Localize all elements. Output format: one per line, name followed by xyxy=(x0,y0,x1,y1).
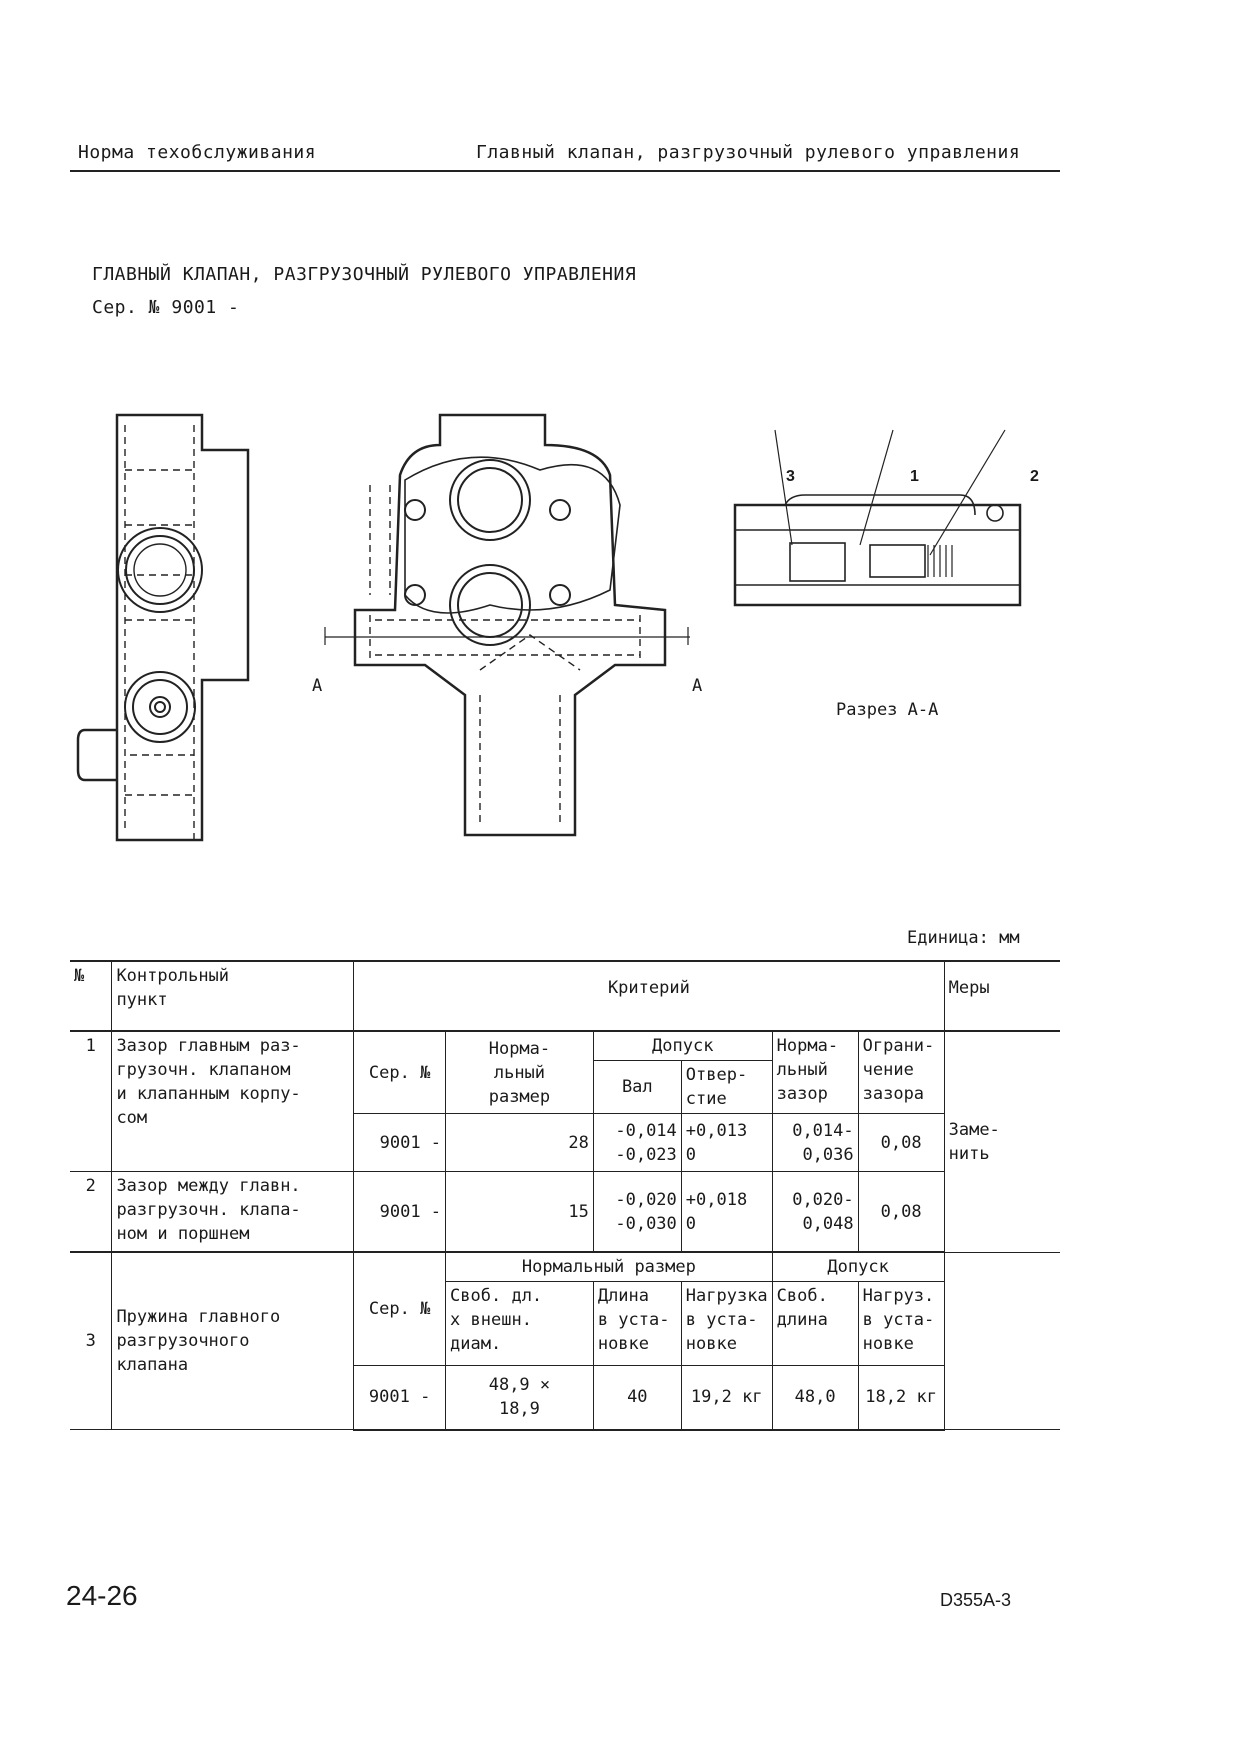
row3-free-length: 48,9 × 18,9 xyxy=(445,1365,594,1431)
row2-nominal: 15 xyxy=(445,1171,594,1252)
col-measures-header: Меры xyxy=(943,960,1060,1032)
header-left: Норма техобслуживания xyxy=(78,142,317,163)
shaft-header: Вал xyxy=(592,1060,682,1114)
section-caption: Разрез А-А xyxy=(836,700,939,720)
installed-load-header: Нагрузка в уста- новке xyxy=(680,1281,773,1366)
valve-drawing xyxy=(76,413,1022,842)
row3-tol-free-length: 48,0 xyxy=(771,1365,859,1431)
serial-subtitle: Сер. № 9001 - xyxy=(92,297,240,318)
header-right: Главный клапан, разгрузочный рулевого уп… xyxy=(476,142,1021,163)
normal-size-header: Нормальный размер xyxy=(445,1252,773,1282)
tolerance-header: Допуск xyxy=(592,1030,773,1061)
front-view xyxy=(324,413,690,837)
tol-free-length-header: Своб. длина xyxy=(771,1281,859,1366)
hole-header: Отвер- стие xyxy=(680,1060,773,1114)
callout-1: 1 xyxy=(910,468,919,485)
section-mark-left: A xyxy=(312,676,323,696)
free-length-header: Своб. дл. х внешн. диам. xyxy=(445,1281,594,1366)
tol-load-header: Нагруз. в уста- новке xyxy=(857,1281,945,1366)
row1-item: Зазор главным раз- грузочн. клапаном и к… xyxy=(111,1030,355,1172)
row3-ser: 9001 - xyxy=(353,1365,447,1431)
row3-installed-load: 19,2 кг xyxy=(680,1365,773,1431)
page-title: ГЛАВНЫЙ КЛАПАН, РАЗГРУЗОЧНЫЙ РУЛЕВОГО УП… xyxy=(92,264,637,285)
row2-limit: 0,08 xyxy=(857,1171,945,1252)
row1-nominal: 28 xyxy=(445,1113,594,1172)
side-view xyxy=(76,413,250,842)
model-code: D355A-3 xyxy=(940,1590,1012,1610)
row3-tolerance-header: Допуск xyxy=(771,1252,945,1282)
spec-table: № Контрольный пункт Критерий Меры 1 Зазо… xyxy=(70,960,1060,1431)
row2-no: 2 xyxy=(70,1171,113,1252)
row1-ser: 9001 - xyxy=(353,1113,447,1172)
section-mark-right: A xyxy=(692,676,703,696)
col-no-header: № xyxy=(70,960,113,1032)
unit-label: Единица: мм xyxy=(907,928,1020,948)
row3-no: 3 xyxy=(70,1252,113,1430)
section-view xyxy=(733,429,1022,607)
normal-clearance-header: Норма- льный зазор xyxy=(771,1030,859,1114)
measures-replace: Заме- нить xyxy=(943,1030,1060,1253)
callout-2: 2 xyxy=(1030,468,1039,485)
nominal-header: Норма- льный размер xyxy=(445,1030,594,1114)
row2-hole: +0,018 0 xyxy=(680,1171,773,1252)
row1-hole: +0,013 0 xyxy=(680,1113,773,1172)
row2-clearance: 0,020- 0,048 xyxy=(771,1171,859,1252)
ser-header: Сер. № xyxy=(353,1030,447,1114)
row1-limit: 0,08 xyxy=(857,1113,945,1172)
col-item-header: Контрольный пункт xyxy=(111,960,355,1032)
row1-no: 1 xyxy=(70,1030,113,1172)
row3-ser-header: Сер. № xyxy=(353,1252,447,1366)
row3-item: Пружина главного разгрузочного клапана xyxy=(111,1252,355,1430)
row2-ser: 9001 - xyxy=(353,1171,447,1252)
row3-installed-length: 40 xyxy=(592,1365,682,1431)
row2-shaft: -0,020 -0,030 xyxy=(592,1171,682,1252)
row1-clearance: 0,014- 0,036 xyxy=(771,1113,859,1172)
installed-length-header: Длина в уста- новке xyxy=(592,1281,682,1366)
limit-header: Ограни- чение зазора xyxy=(857,1030,945,1114)
row1-shaft: -0,014 -0,023 xyxy=(592,1113,682,1172)
row3-tol-load: 18,2 кг xyxy=(857,1365,945,1431)
row2-item: Зазор между главн. разгрузочн. клапа- но… xyxy=(111,1171,355,1252)
header-rule xyxy=(70,170,1060,172)
col-criteria-header: Критерий xyxy=(353,960,945,1032)
page-number: 24-26 xyxy=(66,1580,138,1611)
callout-3: 3 xyxy=(786,468,795,485)
